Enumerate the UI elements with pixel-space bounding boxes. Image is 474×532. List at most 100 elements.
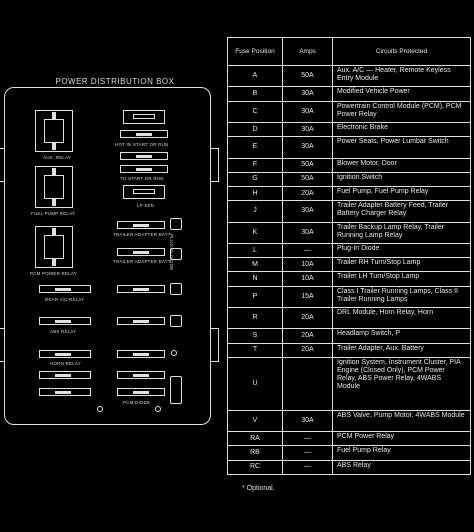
circuits-cell: Fuel Pump Relay (332, 445, 471, 461)
amps-cell: — (282, 459, 333, 476)
circuits-cell: Trailer Adapter, Aux. Battery (332, 342, 471, 358)
amps-cell: 50A (282, 64, 333, 88)
amps-cell: 20A (282, 307, 333, 330)
relay-pin (52, 228, 56, 235)
fuse-position-cell: C (227, 100, 283, 123)
amps-cell: 15A (282, 285, 333, 309)
circuits-cell: Headlamp Switch, P (332, 328, 471, 344)
fuel-pump-relay-label: FUEL PUMP RELAY (31, 211, 76, 216)
circuits-cell: Powertrain Control Module (PCM), PCM Pow… (332, 100, 471, 123)
relay-pin (52, 143, 56, 150)
mini-fuse (117, 248, 165, 256)
diode-socket (170, 248, 182, 260)
mini-fuse (117, 221, 165, 229)
amps-cell: 30A (282, 100, 333, 123)
header-amps: Amps (282, 37, 333, 66)
mini-fuse (117, 350, 165, 358)
mount-tab-left-lower (0, 328, 5, 362)
fuse-position-cell: T (227, 342, 283, 358)
fuse-position-cell: RA (227, 431, 283, 447)
fuse-position-cell: S (227, 328, 283, 344)
amps-cell (282, 356, 333, 411)
trailer-adapter-label-2: TRAILER ADAPTER BATT (113, 259, 171, 264)
mini-fuse (39, 371, 91, 379)
amps-cell: 30A (282, 136, 333, 159)
circuits-cell: Plug-In Diode (332, 242, 471, 259)
header-fuse-position: Fuse Position (227, 37, 283, 66)
fuse-position-cell: R (227, 307, 283, 330)
circuits-cell: Ignition Switch (332, 171, 471, 188)
fuse-position-cell: M (227, 257, 283, 273)
circuits-cell: Electronic Brake (332, 121, 471, 138)
table-row: RC—ABS Relay (227, 459, 471, 476)
amps-cell: 30A (282, 200, 333, 223)
diagram-title: POWER DISTRIBUTION BOX (55, 77, 175, 86)
amps-cell: 30A (282, 86, 333, 102)
circuits-cell: Class I Trailer Running Lamps, Class II … (332, 285, 471, 309)
mount-tab-left-upper (0, 148, 5, 182)
relay-pin (52, 259, 56, 266)
fuel-pump-relay (35, 166, 73, 208)
pcm-power-relay (35, 226, 73, 268)
abs-relay-label: ABS RELAY (50, 329, 77, 334)
amps-cell: 30A (282, 121, 333, 138)
fuse-position-cell: U (227, 356, 283, 411)
pcm-diode-label: PCM DIODE (123, 400, 151, 405)
table-row: RA—PCM Power Relay (227, 431, 471, 447)
footnote: * Optional. (242, 485, 275, 492)
diode-socket (170, 376, 182, 404)
fuse-position-cell: D (227, 121, 283, 138)
amps-cell: 50A (282, 157, 333, 173)
circuits-cell: Ignition System, Instrument Cluster, PIA… (332, 356, 471, 411)
diode-socket (170, 218, 182, 230)
trailer-adapter-label-1: TRAILER ADAPTER BATT (113, 232, 171, 237)
mini-fuse (117, 388, 165, 396)
mini-fuse (39, 388, 91, 396)
circuits-cell: Power Seats, Power Lumbar Switch (332, 136, 471, 159)
hot-in-start-label: HOT IN START OR RUN (115, 142, 169, 147)
aux-relay-label: AUX. RELAY (43, 155, 72, 160)
circuits-cell: ABS Valve, Pump Motor, 4WABS Module (332, 409, 471, 433)
mount-tab-right-lower (210, 328, 219, 362)
maxi-fuse (123, 110, 165, 124)
table-row: L—Plug-In Diode (227, 242, 471, 259)
mount-tab-right-upper (210, 148, 219, 182)
amps-cell: 20A (282, 186, 333, 202)
fuse-position-cell: RB (227, 445, 283, 461)
circuits-cell: Trailer Adapter Battery Feed, Trailer Ba… (332, 200, 471, 223)
relay-body (44, 235, 64, 259)
rear-ac-label: REAR A/C RELAY (45, 297, 85, 302)
fuse-position-cell: J (227, 200, 283, 223)
power-distribution-box: AUX. RELAY FUEL PUMP RELAY PCM POWER REL… (0, 87, 219, 425)
circuits-cell: Modified Vehicle Power (332, 86, 471, 102)
pcm-power-relay-label: PCM POWER RELAY (30, 271, 77, 276)
fuse-position-cell: V (227, 409, 283, 433)
fuse-socket (170, 315, 182, 327)
circuits-cell: Aux. A/C — Heater, Remote Keyless Entry … (332, 64, 471, 88)
amps-cell: 10A (282, 257, 333, 273)
circuits-cell: Trailer RH Turn/Stop Lamp (332, 257, 471, 273)
stud-terminal (97, 406, 103, 412)
fuse-socket (170, 283, 182, 295)
fuse-position-cell: A (227, 64, 283, 88)
circuits-cell: Trailer LH Turn/Stop Lamp (332, 271, 471, 287)
fuse-position-cell: G (227, 171, 283, 188)
mini-fuse (39, 350, 91, 358)
relay-pin (52, 168, 56, 175)
mini-fuse (117, 317, 165, 325)
